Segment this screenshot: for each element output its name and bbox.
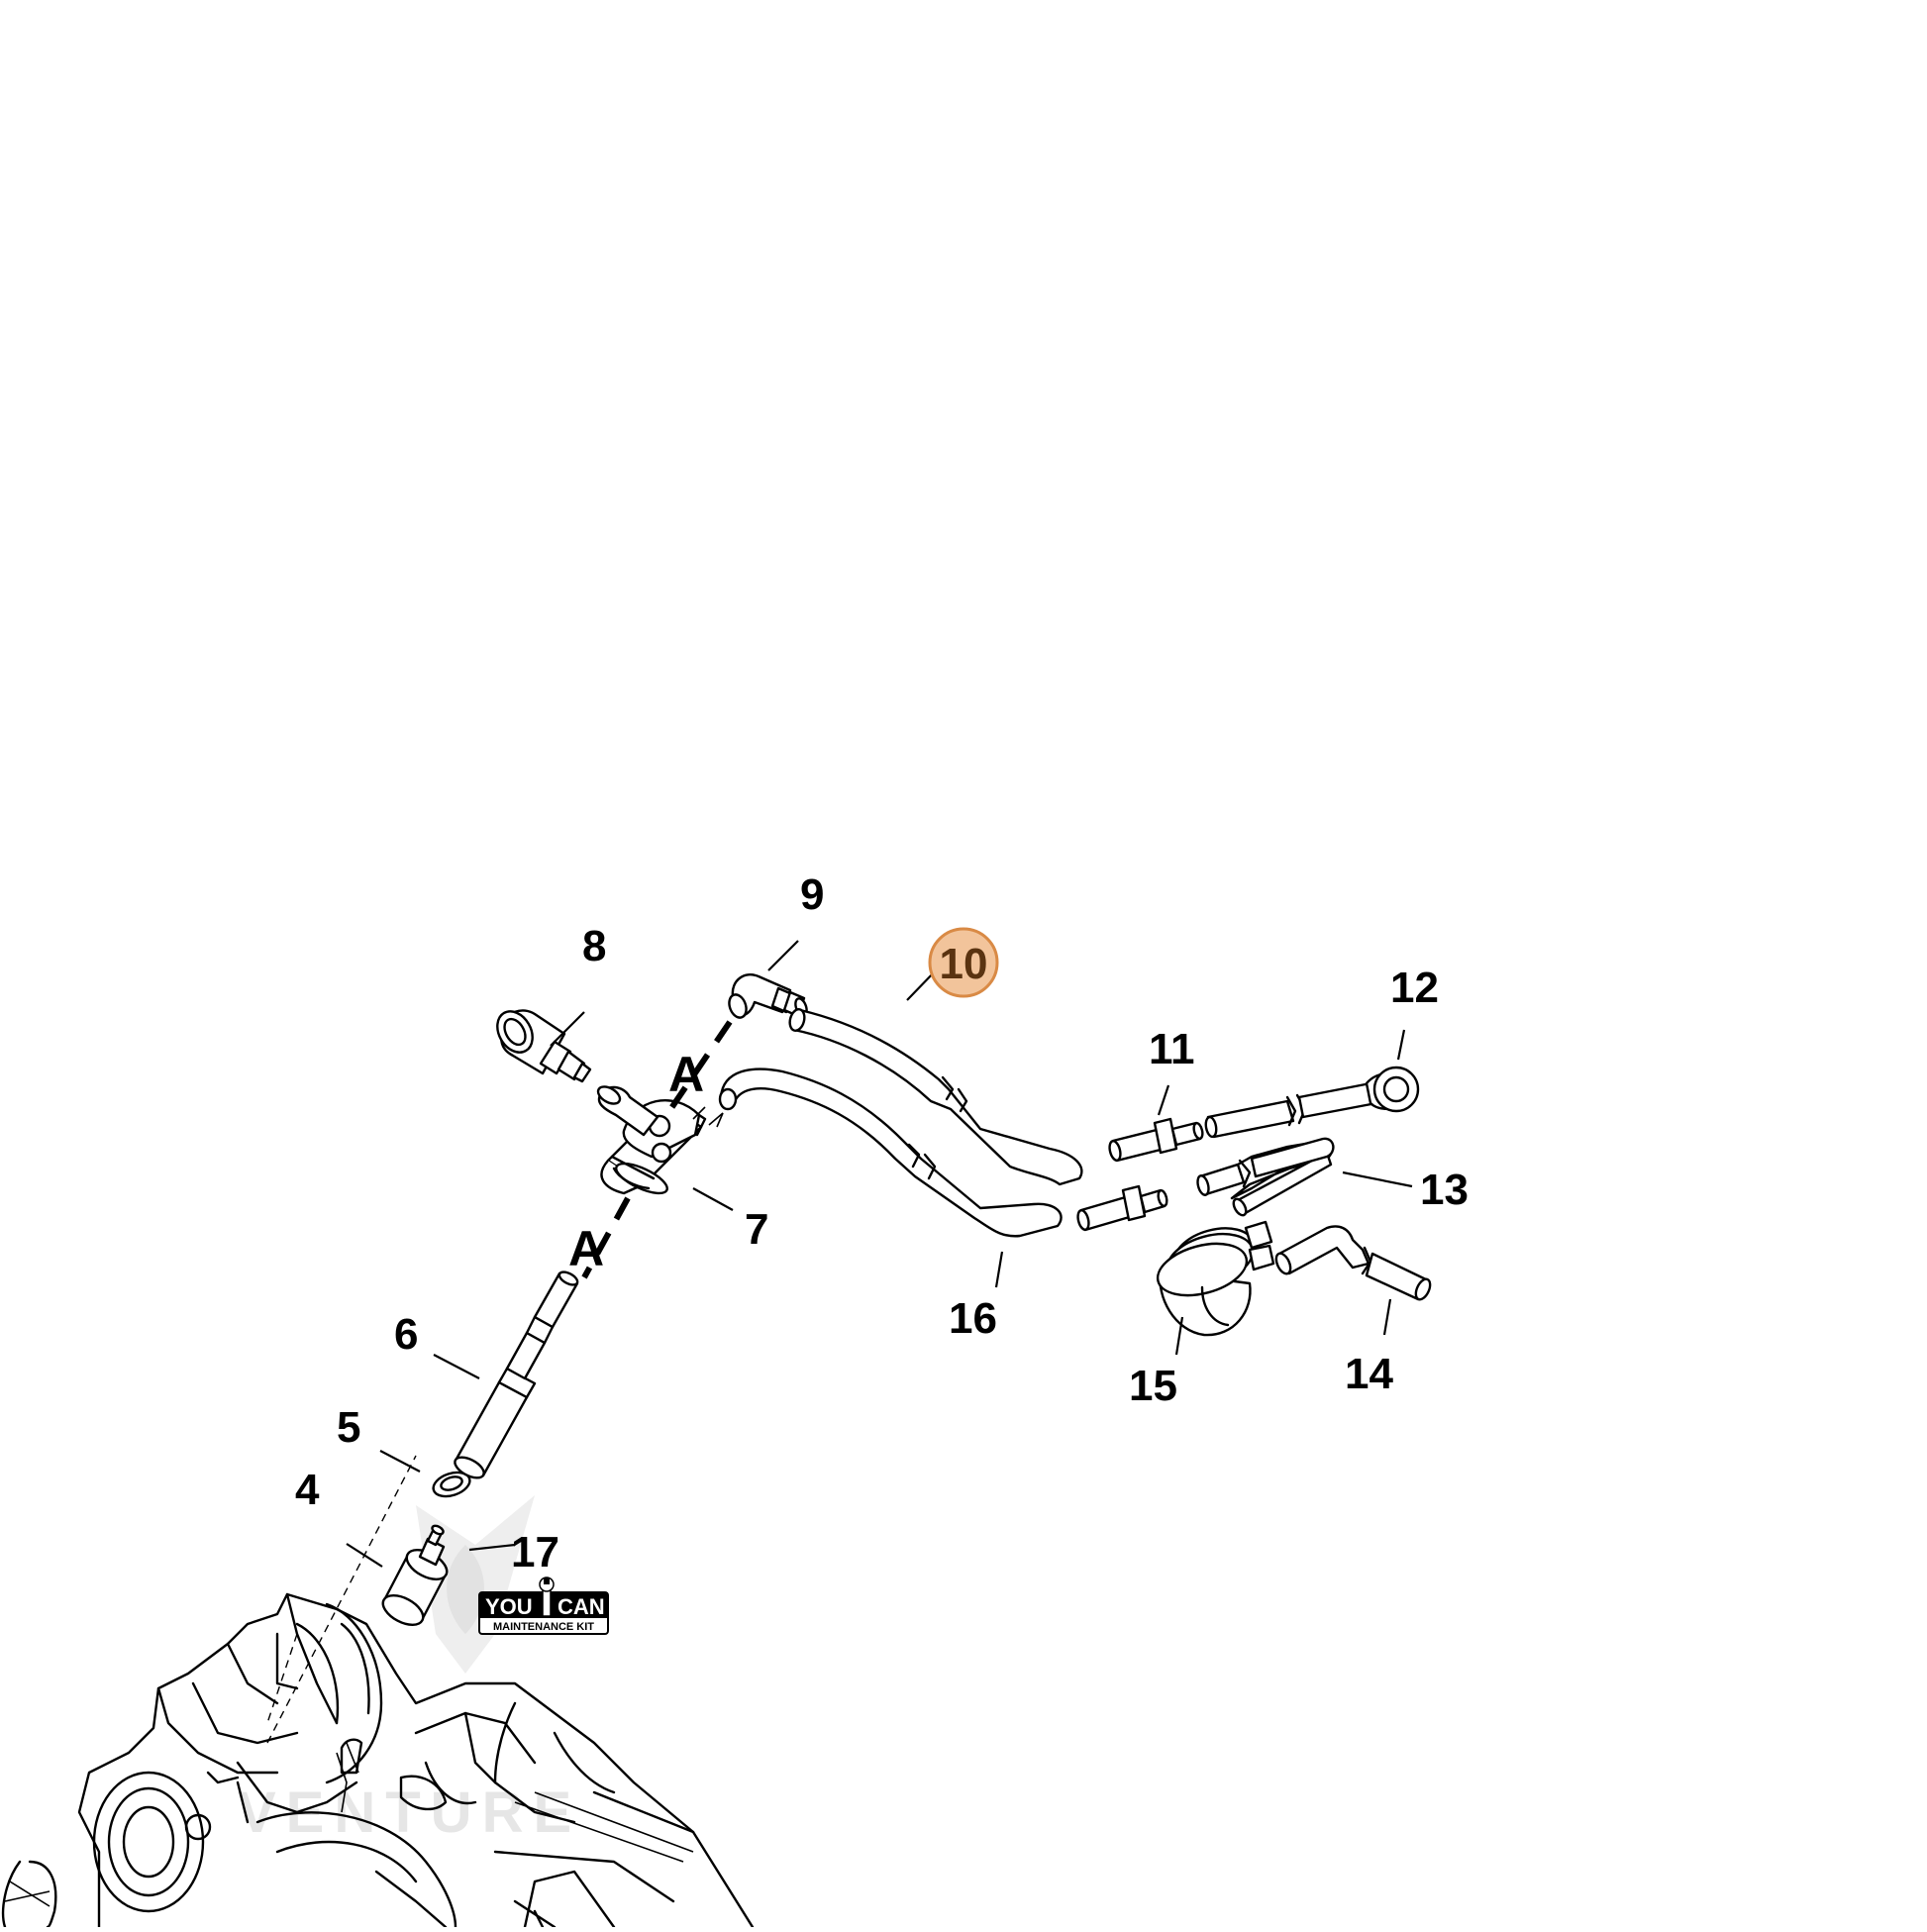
part-label-10-highlight: 10 bbox=[928, 927, 999, 998]
axis-upper bbox=[666, 1020, 733, 1113]
centerline-lower bbox=[266, 1455, 417, 1744]
watermark-text: VENTURE bbox=[238, 1780, 581, 1845]
part-6-fuel-line bbox=[454, 1271, 579, 1479]
part-label-17: 17 bbox=[511, 1528, 559, 1576]
part-8-fitting bbox=[496, 1009, 592, 1083]
part-label-13: 13 bbox=[1420, 1166, 1469, 1214]
part-11-connector-lower bbox=[1076, 1184, 1168, 1232]
axis-lower bbox=[581, 1196, 631, 1279]
part-5-oring bbox=[432, 1471, 471, 1498]
part-label-4: 4 bbox=[295, 1466, 320, 1514]
part-label-15: 15 bbox=[1129, 1362, 1177, 1410]
logo-text-maintenance-kit: MAINTENANCE KIT bbox=[493, 1621, 594, 1633]
part-16-hose bbox=[718, 1068, 1063, 1238]
part-label-11: 11 bbox=[1149, 1025, 1195, 1073]
part-label-6: 6 bbox=[394, 1310, 418, 1359]
part-14-hose bbox=[1274, 1225, 1432, 1301]
part-label-12: 12 bbox=[1390, 964, 1439, 1012]
part-15-primer-bulb bbox=[1156, 1220, 1275, 1337]
part-label-8: 8 bbox=[582, 922, 606, 970]
logo-text-you: YOU bbox=[485, 1594, 533, 1619]
watermark: VENTURE bbox=[238, 1495, 581, 1845]
part-7-cap bbox=[596, 1085, 724, 1195]
part-label-9: 9 bbox=[800, 870, 824, 919]
part-label-14: 14 bbox=[1345, 1350, 1393, 1398]
engine-housing bbox=[1, 1592, 755, 1929]
part-12-hose bbox=[1204, 1066, 1420, 1139]
leader-lines bbox=[346, 940, 1413, 1568]
section-mark-upper: A bbox=[668, 1047, 704, 1102]
logo-text-can: CAN bbox=[558, 1594, 605, 1619]
part-label-7: 7 bbox=[745, 1205, 768, 1254]
part-label-16: 16 bbox=[949, 1294, 997, 1343]
part-10-hose bbox=[788, 1008, 1083, 1186]
wrench-icon bbox=[539, 1576, 555, 1617]
part-13-hose bbox=[1196, 1137, 1335, 1217]
part-label-10: 10 bbox=[940, 940, 988, 988]
maintenance-kit-logo: YOU CAN MAINTENANCE KIT bbox=[478, 1576, 609, 1635]
part-label-5: 5 bbox=[337, 1403, 360, 1452]
section-mark-lower: A bbox=[568, 1221, 604, 1276]
part-4-filter bbox=[381, 1524, 449, 1626]
part-11-connector-upper bbox=[1108, 1117, 1204, 1163]
